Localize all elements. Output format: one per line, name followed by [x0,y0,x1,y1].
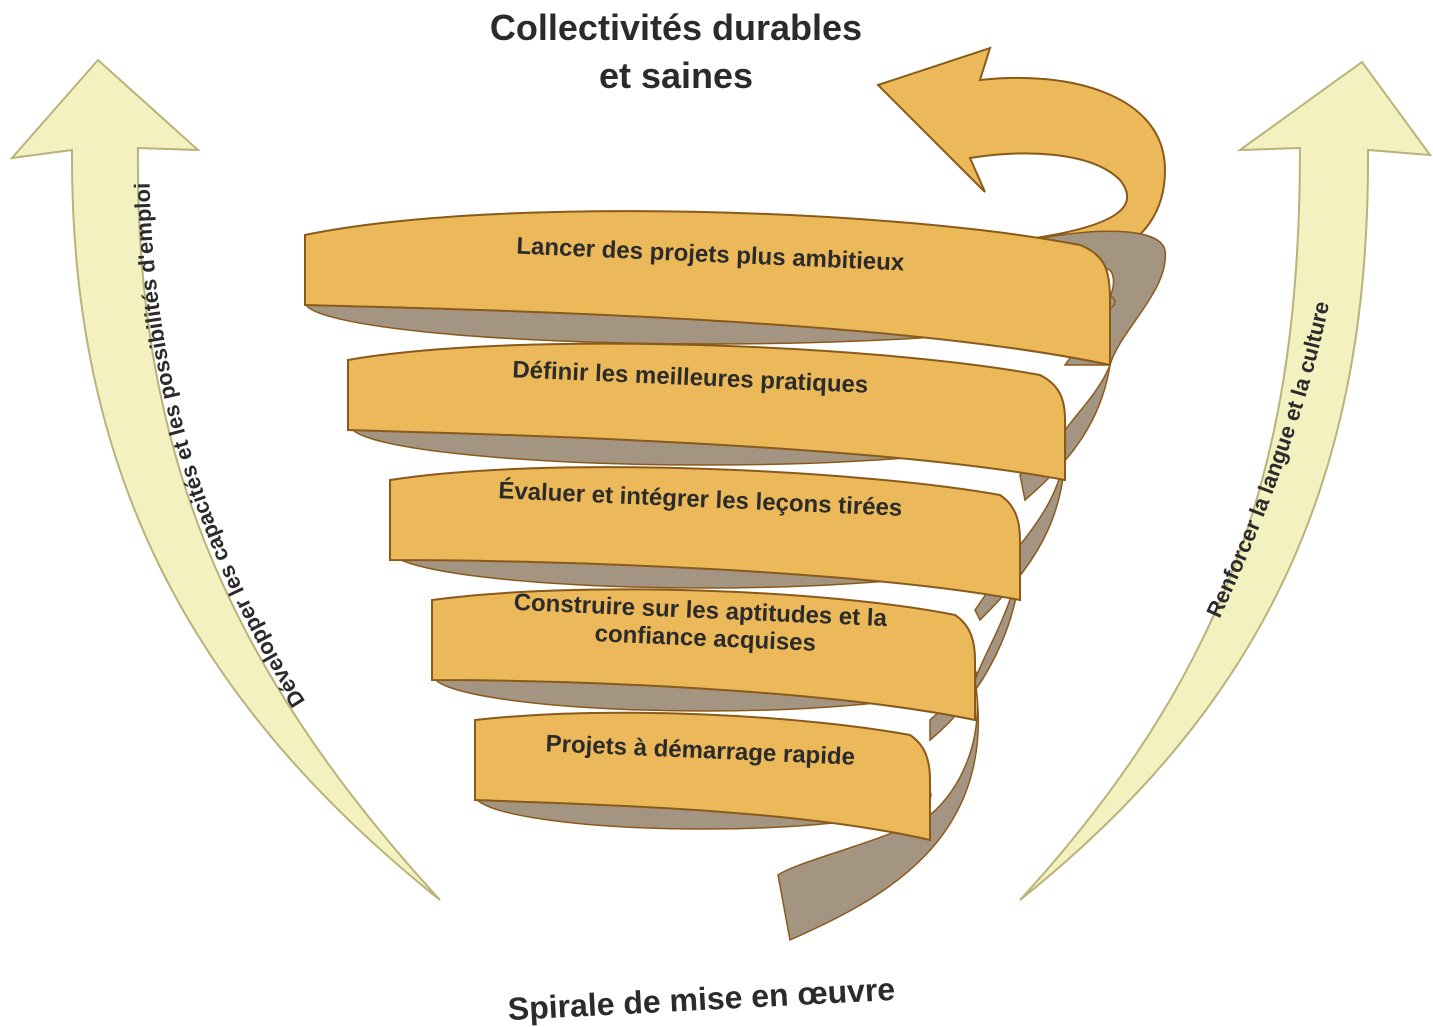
spiral-band-1 [304,210,1111,367]
spiral-top-arrow [876,46,1167,254]
spiral-band-3 [389,466,1021,602]
diagram-title-line2: et saines [599,55,753,96]
diagram-caption: Spirale de mise en œuvre [507,971,896,1027]
spiral-band-5 [474,711,931,842]
right-growth-arrow [1019,60,1433,901]
spiral-band-2 [347,342,1066,482]
spiral-band-4 [431,588,976,722]
spiral-bands [304,210,1111,842]
left-growth-arrow [9,58,441,901]
diagram-title-line1: Collectivités durables [490,7,862,48]
